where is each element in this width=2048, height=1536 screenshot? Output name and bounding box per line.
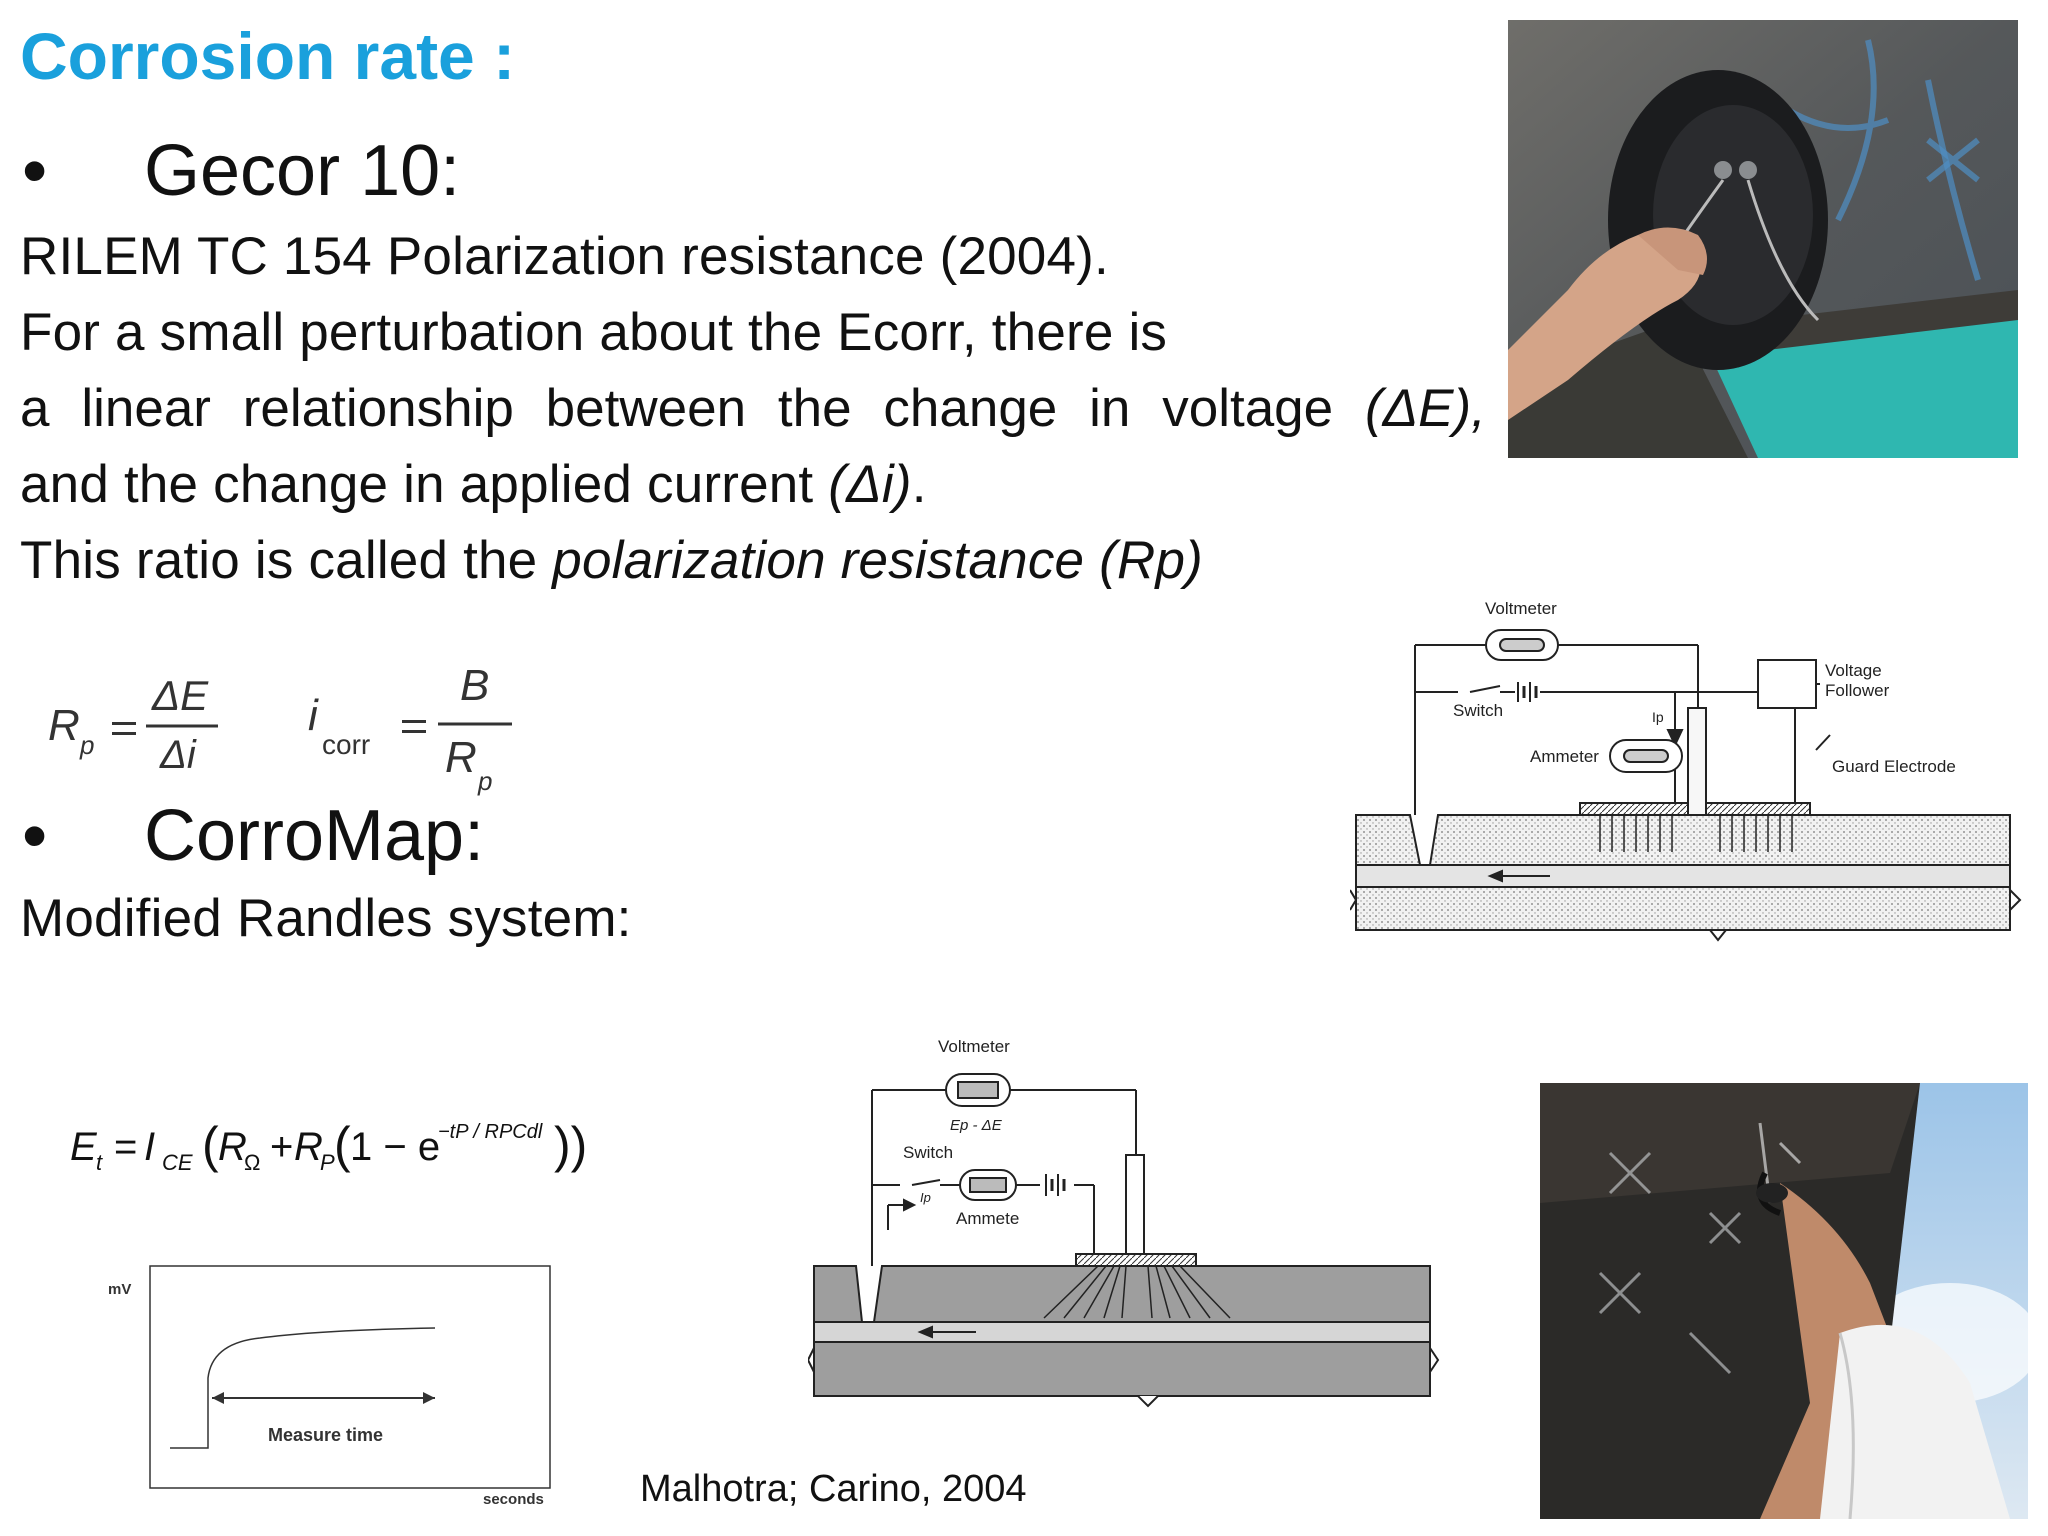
- word: voltage: [1162, 379, 1334, 438]
- formula-i-sub: corr: [322, 729, 370, 760]
- photo-corromap-measurement: [1540, 1083, 2028, 1519]
- text: .: [911, 455, 927, 514]
- label-ammete: Ammete: [956, 1209, 1019, 1228]
- formula-rp-sub: p: [79, 730, 94, 760]
- text-line-rilem: RILEM TC 154 Polarization resistance (20…: [20, 227, 1109, 286]
- bullet-dot: •: [22, 131, 48, 211]
- label-ip: Ip: [1652, 709, 1664, 725]
- label-voltage: Voltage: [1825, 661, 1882, 680]
- f2-R2: R: [294, 1125, 323, 1169]
- bullet-dot: •: [22, 796, 48, 876]
- label-follower: Follower: [1825, 681, 1890, 700]
- word: relationship: [242, 379, 514, 438]
- f2-I: I: [144, 1125, 155, 1169]
- formula-rp-R: R: [48, 701, 80, 750]
- f2-exponent: −tP / RPCdl: [438, 1121, 543, 1143]
- text-line-linear: a linear relationship between the change…: [20, 378, 1486, 439]
- word: change: [883, 379, 1058, 438]
- formula-i-den-sub: p: [477, 766, 492, 796]
- f2-R2-sub: P: [320, 1150, 335, 1175]
- word: linear: [81, 379, 211, 438]
- word: a: [20, 379, 50, 438]
- diagram-randles: Voltmeter Ep - ΔE Switch Ip Ammete: [808, 1037, 1440, 1408]
- f2-R1-sub: Ω: [244, 1150, 260, 1175]
- formula-rp-icorr: R p ΔE Δi i corr B R p: [48, 661, 512, 796]
- corromap-heading: CorroMap:: [144, 796, 485, 876]
- f2-I-sub: CE: [162, 1150, 193, 1175]
- graph-measure-time: mV Measure time seconds: [108, 1265, 551, 1508]
- f2-E-sub: t: [96, 1150, 103, 1175]
- svg-text:)): )): [554, 1117, 587, 1173]
- label-guard-electrode: Guard Electrode: [1832, 757, 1956, 776]
- formula-i-den: R: [445, 733, 477, 782]
- f2-one-minus: 1 − e: [350, 1125, 440, 1169]
- f2-R1: R: [218, 1125, 247, 1169]
- text: This ratio is called the: [20, 531, 553, 590]
- diagram-guard-ring: Voltmeter Voltage Follower Switch Ip Amm…: [1350, 599, 2022, 942]
- svg-text:(: (: [202, 1117, 219, 1173]
- text-line-ratio: This ratio is called the polarization re…: [20, 530, 1203, 591]
- slide-title: Corrosion rate :: [20, 19, 516, 93]
- word: in: [1089, 379, 1131, 438]
- label-switch: Switch: [1453, 701, 1503, 720]
- svg-text:(: (: [334, 1117, 351, 1173]
- word: the: [777, 379, 852, 438]
- italic-rp: polarization resistance (Rp): [552, 531, 1204, 590]
- photo-gecor-illustration: [1508, 20, 2018, 458]
- label-voltmeter: Voltmeter: [1485, 599, 1557, 618]
- f2-eq: =: [114, 1125, 137, 1169]
- word: between: [545, 379, 747, 438]
- photo-corromap-illustration: [1540, 1083, 2028, 1519]
- label-voltmeter: Voltmeter: [938, 1037, 1010, 1056]
- graph-x-unit: seconds: [483, 1491, 544, 1508]
- gecor-heading: Gecor 10:: [144, 131, 461, 211]
- photo-gecor-device: [1508, 20, 2018, 458]
- italic-delta-i: (Δi): [828, 455, 912, 514]
- label-switch: Switch: [903, 1143, 953, 1162]
- graph-measure-label: Measure time: [268, 1425, 383, 1445]
- label-ep-de: Ep - ΔE: [950, 1117, 1003, 1134]
- text-line-current: and the change in applied current (Δi).: [20, 454, 927, 515]
- text-line-perturbation: For a small perturbation about the Ecorr…: [20, 303, 1168, 362]
- formula-i-sym: i: [308, 691, 319, 740]
- text-line-randles: Modified Randles system:: [20, 889, 632, 948]
- formula-rp-num: ΔE: [151, 672, 209, 719]
- graph-y-unit: mV: [108, 1281, 131, 1298]
- text: and the change in applied current: [20, 455, 829, 514]
- formula-i-num: B: [460, 661, 489, 710]
- bullet-gecor: • Gecor 10:: [22, 130, 460, 212]
- f2-plus: +: [270, 1125, 293, 1169]
- citation: Malhotra; Carino, 2004: [640, 1468, 1027, 1510]
- label-ip: Ip: [920, 1190, 931, 1205]
- f2-E: E: [70, 1125, 98, 1169]
- word: (ΔE),: [1364, 379, 1486, 438]
- formula-randles: E t = I CE ( R Ω + R P ( 1 − e −tP / RPC…: [70, 1117, 587, 1175]
- bullet-corromap: • CorroMap:: [22, 795, 484, 877]
- label-ammeter: Ammeter: [1530, 747, 1599, 766]
- formula-rp-den: Δi: [159, 733, 197, 777]
